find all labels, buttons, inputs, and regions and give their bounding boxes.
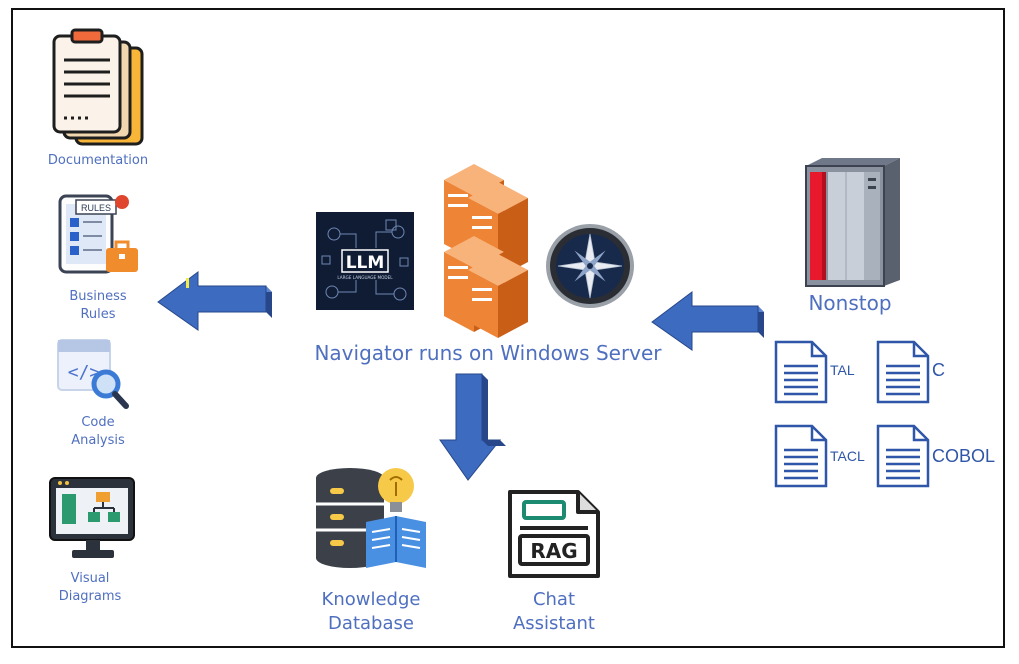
knowledge-database-label-line1: Knowledge bbox=[321, 589, 421, 610]
output-arrow-left bbox=[157, 271, 272, 331]
llm-text: LLM bbox=[346, 253, 385, 273]
cobol-label: COBOL bbox=[932, 446, 996, 466]
llm-subtext: LARGE LANGUAGE MODEL bbox=[337, 275, 393, 280]
navigator-title: Navigator runs on Windows Server bbox=[314, 341, 662, 365]
tacl-file-icon bbox=[774, 424, 828, 488]
nonstop-server-icon bbox=[805, 158, 900, 287]
tal-file-icon bbox=[774, 340, 828, 404]
business-rules-label: Business Rules bbox=[48, 288, 148, 323]
business-rules-icon: RULES bbox=[58, 194, 138, 274]
server-icon bbox=[444, 164, 528, 338]
knowledge-database-icon bbox=[316, 468, 426, 568]
code-analysis-label: Code Analysis bbox=[48, 414, 148, 449]
nonstop-label: Nonstop bbox=[808, 291, 892, 315]
c-file-icon bbox=[876, 340, 930, 404]
input-arrow-left bbox=[651, 291, 764, 351]
c-label: C bbox=[932, 360, 945, 380]
knowledge-database-label: Knowledge Database bbox=[306, 588, 436, 637]
visual-diagrams-label-line2: Diagrams bbox=[58, 588, 122, 604]
rag-text: RAG bbox=[530, 539, 577, 563]
chat-assistant-label: Chat Assistant bbox=[494, 588, 614, 637]
business-rules-label-line1: Business bbox=[69, 289, 127, 304]
visual-diagrams-label: Visual Diagrams bbox=[40, 570, 140, 605]
chat-assistant-icon: RAG bbox=[508, 490, 600, 578]
documentation-icon bbox=[52, 28, 144, 146]
business-rules-label-line2: Rules bbox=[80, 306, 116, 322]
visual-diagrams-icon bbox=[49, 477, 135, 558]
rules-tag-text: RULES bbox=[81, 203, 111, 213]
chat-assistant-label-line2: Assistant bbox=[512, 613, 595, 635]
documentation-label: Documentation bbox=[47, 153, 149, 168]
down-arrow bbox=[439, 373, 506, 481]
diagram-frame bbox=[11, 8, 1005, 648]
svg-text:</>: </> bbox=[68, 362, 101, 383]
tacl-label: TACL bbox=[830, 448, 865, 464]
cobol-file-icon bbox=[876, 424, 930, 488]
code-analysis-label-line2: Analysis bbox=[71, 432, 125, 448]
code-analysis-icon: </> bbox=[57, 339, 129, 409]
code-analysis-label-line1: Code bbox=[81, 415, 115, 430]
llm-icon: LLM LARGE LANGUAGE MODEL bbox=[316, 212, 414, 310]
visual-diagrams-label-line1: Visual bbox=[70, 571, 110, 586]
chat-assistant-label-line1: Chat bbox=[532, 589, 576, 610]
tal-label: TAL bbox=[830, 362, 855, 378]
compass-icon bbox=[546, 224, 634, 308]
knowledge-database-label-line2: Database bbox=[328, 613, 414, 635]
